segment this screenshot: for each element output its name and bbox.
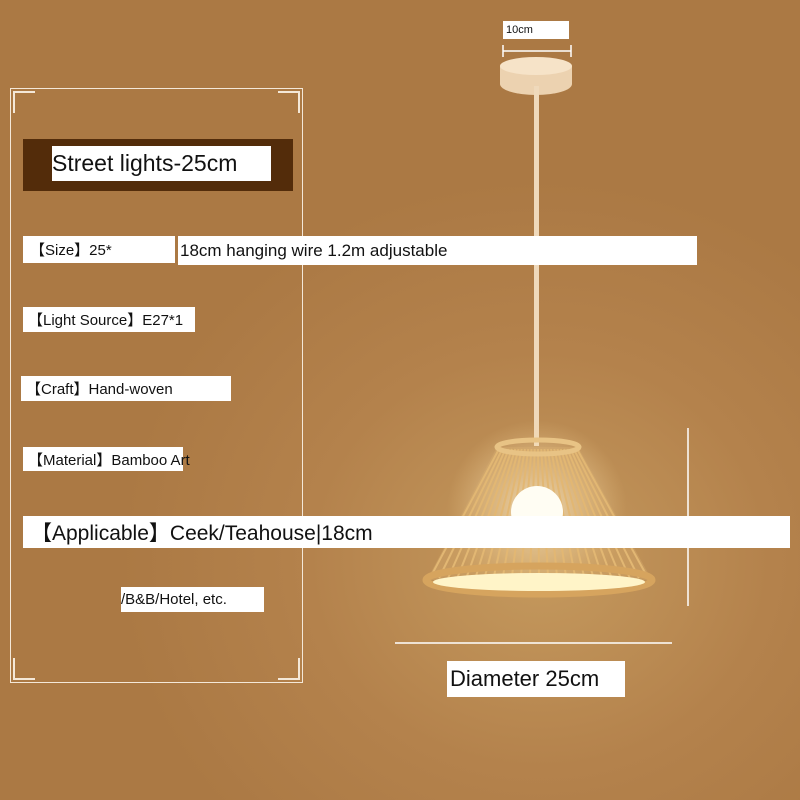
bamboo-slat: [429, 448, 500, 579]
bamboo-slat: [447, 448, 507, 579]
spec-applicable: 【Applicable】Ceek/Teahouse|18cm: [23, 516, 790, 548]
spec-light-source: 【Light Source】E27*1: [23, 307, 195, 332]
bamboo-slat: [550, 448, 577, 579]
bamboo-slat: [576, 448, 649, 579]
bamboo-slat: [572, 448, 640, 579]
bamboo-slat: [456, 448, 510, 579]
bamboo-slat: [566, 448, 622, 579]
bamboo-slat: [483, 448, 520, 579]
bamboo-slat: [569, 448, 631, 579]
spec-material: 【Material】Bamboo Art: [23, 447, 190, 471]
canopy-size-label: 10cm: [503, 21, 569, 39]
spec-size-detail: 18cm hanging wire 1.2m adjustable: [178, 236, 697, 265]
spec-size: 【Size】25*: [23, 236, 175, 263]
product-title: Street lights-25cm: [52, 146, 271, 181]
bamboo-slat: [438, 448, 504, 579]
bamboo-slat: [474, 448, 517, 579]
canopy: [500, 57, 572, 95]
spec-applicable-continued: /B&B/Hotel, etc.: [121, 587, 264, 612]
bamboo-slat: [559, 448, 604, 579]
decorative-frame: [10, 88, 303, 683]
bamboo-slat: [553, 448, 586, 579]
hanging-cord: [534, 86, 539, 446]
bamboo-slat: [492, 448, 523, 579]
spec-craft: 【Craft】Hand-woven: [21, 376, 231, 401]
bamboo-slat: [563, 448, 613, 579]
bamboo-slat: [556, 448, 595, 579]
diameter-label: Diameter 25cm: [447, 661, 625, 697]
bamboo-slat: [465, 448, 513, 579]
